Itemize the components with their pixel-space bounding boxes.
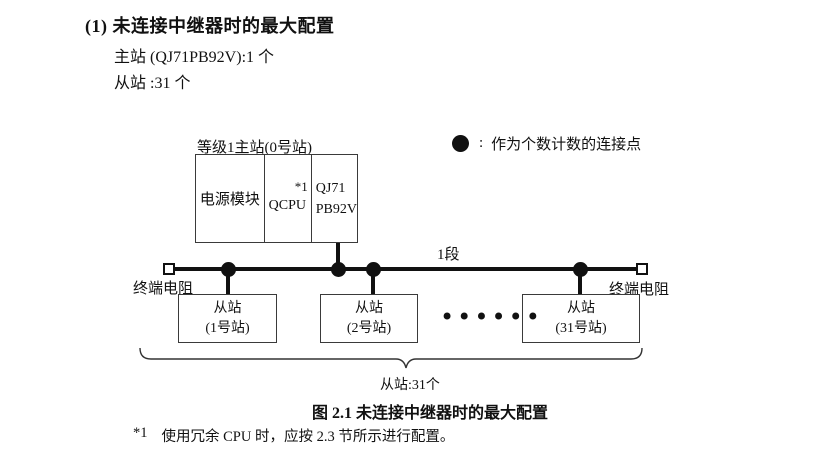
- slave-name: 从站: [355, 300, 383, 316]
- footnote: *1 使用冗余 CPU 时，应按 2.3 节所示进行配置。: [133, 425, 454, 446]
- slave-count-line: 从站 :31 个: [114, 75, 191, 92]
- qcpu-cell: *1 QCPU: [265, 155, 312, 242]
- slave-name: 从站: [213, 300, 242, 316]
- slave-station-box-31: 从站 (31号站): [522, 294, 640, 343]
- qcpu-label: QCPU: [268, 198, 307, 213]
- connection-point-icon: [452, 135, 469, 152]
- slave-station-number: (1号站): [205, 320, 250, 336]
- connection-node-icon: [366, 262, 381, 277]
- pb92v-line2: PB92V: [315, 201, 357, 217]
- legend: : 作为个数计数的连接点: [452, 133, 641, 154]
- master-station-label: 等级1主站(0号站): [197, 140, 312, 156]
- brace-label: 从站:31个: [380, 378, 440, 393]
- pb92v-cell: QJ71 PB92V: [312, 155, 357, 242]
- pb92v-line1: QJ71: [315, 180, 346, 196]
- power-module-cell: 电源模块: [196, 155, 265, 242]
- slave2-drop-line: [371, 271, 375, 295]
- figure-caption: 图 2.1 未连接中继器时的最大配置: [311, 405, 548, 422]
- footnote-text: 使用冗余 CPU 时，应按 2.3 节所示进行配置。: [161, 429, 455, 445]
- footnote-ref: *1: [294, 179, 308, 194]
- slave1-drop-line: [226, 271, 230, 295]
- connection-node-icon: [221, 262, 236, 277]
- master-count-line: 主站 (QJ71PB92V):1 个: [114, 49, 275, 66]
- footnote-marker: *1: [133, 425, 148, 441]
- terminating-resistor-left-icon: [163, 263, 175, 275]
- legend-separator: :: [479, 135, 484, 151]
- section-heading: (1) 未连接中继器时的最大配置: [85, 16, 335, 36]
- master-drop-line: [336, 243, 340, 268]
- slave-station-number: (31号站): [555, 320, 607, 336]
- slave-name: 从站: [567, 300, 595, 316]
- legend-text: 作为个数计数的连接点: [491, 137, 642, 153]
- underbrace: [139, 347, 643, 369]
- terminating-resistor-left-label: 终端电阻: [133, 281, 194, 297]
- connection-node-icon: [573, 262, 588, 277]
- segment-label: 1段: [437, 247, 460, 263]
- slave31-drop-line: [578, 271, 582, 295]
- slave-station-box-2: 从站 (2号站): [320, 294, 418, 343]
- slave-station-number: (2号站): [346, 320, 392, 336]
- ellipsis-dots: ••••••: [440, 303, 543, 331]
- terminating-resistor-right-icon: [636, 263, 648, 275]
- connection-node-icon: [331, 262, 346, 277]
- slave-station-box-1: 从站 (1号站): [178, 294, 277, 343]
- master-station-box: 电源模块 *1 QCPU QJ71 PB92V: [195, 154, 358, 243]
- bus-line: [169, 267, 642, 271]
